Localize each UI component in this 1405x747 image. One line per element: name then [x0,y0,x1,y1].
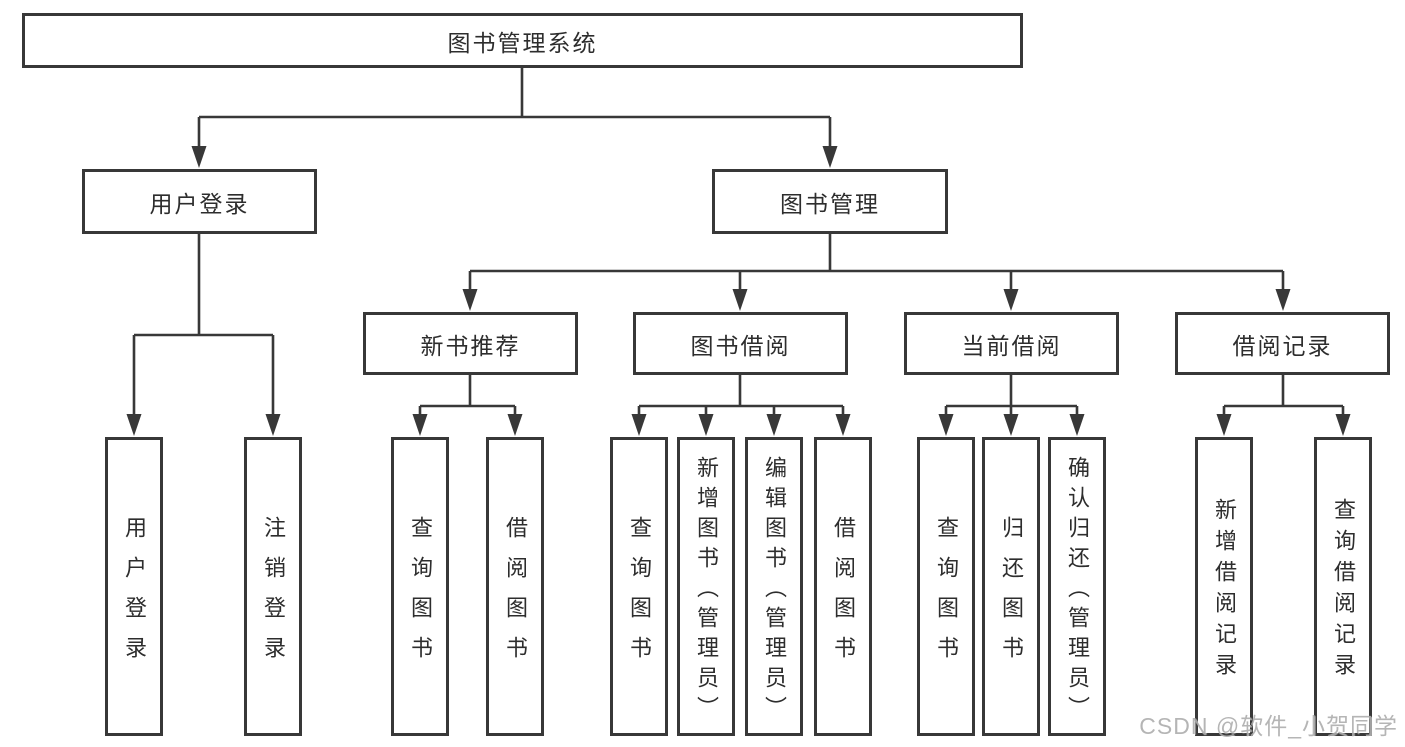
node-borrow-records-label: 借阅记录 [1232,332,1333,359]
arrowheads [126,146,1351,436]
node-book-management-label: 图书管理 [780,190,880,217]
node-confirm-return-admin-label: 确认归还（管理员） [1065,455,1090,726]
node-user-login-label: 用户登录 [149,190,250,217]
node-borrow-books-leaf-label: 借阅图书 [831,515,856,676]
node-query-books-borrow-label: 查询图书 [627,515,652,676]
node-edit-books-admin: 编辑图书（管理员） [745,437,803,736]
watermark-text: CSDN @软件_小贺同学 [1139,713,1398,739]
node-query-books-borrow: 查询图书 [610,437,668,736]
node-borrow-books-recommend-label: 借阅图书 [503,515,528,676]
node-query-books-recommend-label: 查询图书 [408,515,433,676]
node-library-system: 图书管理系统 [22,13,1023,68]
node-book-management: 图书管理 [712,169,948,234]
node-borrow-books-leaf: 借阅图书 [814,437,872,736]
node-confirm-return-admin: 确认归还（管理员） [1048,437,1106,736]
node-logout-label: 注销登录 [261,515,286,676]
node-new-book-recommend: 新书推荐 [363,312,578,375]
node-logout: 注销登录 [244,437,302,736]
node-query-books-current-label: 查询图书 [934,515,959,676]
node-user-login: 用户登录 [82,169,317,234]
node-user-login-leaf-label: 用户登录 [122,515,147,676]
node-query-books-current: 查询图书 [917,437,975,736]
node-book-borrow-label: 图书借阅 [690,332,791,359]
node-add-borrow-record: 新增借阅记录 [1195,437,1253,736]
node-add-books-admin-label: 新增图书（管理员） [694,455,719,726]
node-book-borrow: 图书借阅 [633,312,848,375]
node-query-borrow-record-label: 查询借阅记录 [1331,498,1356,684]
node-library-system-label: 图书管理系统 [447,29,598,56]
node-borrow-books-recommend: 借阅图书 [486,437,544,736]
node-borrow-records: 借阅记录 [1175,312,1390,375]
node-add-borrow-record-label: 新增借阅记录 [1212,498,1237,684]
node-query-books-recommend: 查询图书 [391,437,449,736]
node-return-books-label: 归还图书 [999,515,1024,676]
node-query-borrow-record: 查询借阅记录 [1314,437,1372,736]
node-return-books: 归还图书 [982,437,1040,736]
node-edit-books-admin-label: 编辑图书（管理员） [762,455,787,726]
node-new-book-recommend-label: 新书推荐 [420,332,521,359]
node-user-login-leaf: 用户登录 [105,437,163,736]
node-current-borrow-label: 当前借阅 [961,332,1062,359]
node-add-books-admin: 新增图书（管理员） [677,437,735,736]
node-current-borrow: 当前借阅 [904,312,1119,375]
